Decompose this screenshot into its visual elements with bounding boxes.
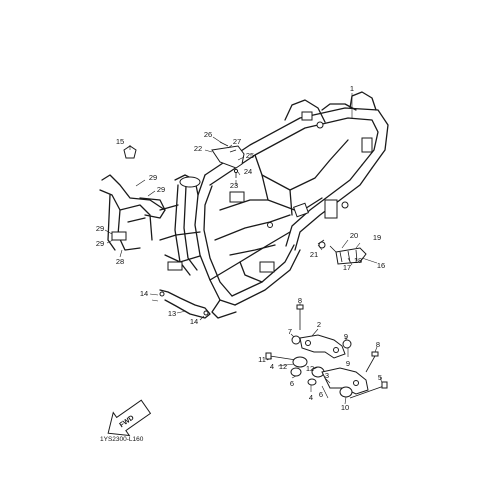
callout-6a: 6: [290, 379, 294, 388]
callout-5: 5: [378, 373, 382, 382]
stand-13[interactable]: [159, 289, 211, 319]
callout-8b: 8: [376, 340, 380, 349]
callout-9a: 9: [344, 332, 348, 341]
callout-21: 21: [310, 250, 318, 259]
callout-24: 24: [244, 167, 252, 176]
callout-19: 19: [373, 233, 381, 242]
callout-29b: 29: [157, 185, 165, 194]
callout-22: 22: [194, 144, 202, 153]
callout-13: 13: [168, 309, 176, 318]
leader-lines: [104, 93, 383, 405]
callout-8a: 8: [298, 296, 302, 305]
callout-23: 23: [230, 181, 238, 190]
callout-27: 27: [233, 137, 241, 146]
callout-25: 25: [246, 151, 254, 160]
bolt-23-24-25[interactable]: [233, 168, 239, 178]
callout-2: 2: [317, 320, 321, 329]
callout-12a: 12: [279, 362, 287, 371]
callout-1: 1: [350, 84, 354, 93]
main-frame[interactable]: [194, 91, 389, 319]
callout-6b: 6: [319, 390, 323, 399]
callout-15: 15: [116, 137, 124, 146]
callout-3: 3: [325, 371, 329, 380]
engine-mount-bracket-2[interactable]: [265, 304, 388, 399]
callout-4a: 4: [270, 362, 274, 371]
head-pipe-subframe[interactable]: [159, 174, 201, 276]
callout-29c: 29: [96, 224, 104, 233]
callout-29a: 29: [149, 173, 157, 182]
callout-7: 7: [288, 327, 292, 336]
callout-16: 16: [377, 261, 385, 270]
fwd-arrow-icon: FWD: [107, 399, 152, 437]
callout-20: 20: [350, 231, 358, 240]
callout-14b: 14: [190, 317, 198, 326]
callout-9b: 9: [346, 359, 350, 368]
callout-17: 17: [343, 263, 351, 272]
callout-18: 18: [354, 256, 362, 265]
callout-10: 10: [341, 403, 349, 412]
callout-28: 28: [116, 257, 124, 266]
diagram-code: 1YS2300-L160: [100, 436, 144, 443]
callout-11: 11: [258, 355, 266, 364]
callout-4b: 4: [309, 393, 313, 402]
callout-29d: 29: [96, 239, 104, 248]
callout-26: 26: [204, 130, 212, 139]
bracket-15[interactable]: [123, 145, 137, 159]
callout-14a: 14: [140, 289, 148, 298]
callout-12b: 12: [306, 364, 314, 373]
footrest-16[interactable]: [317, 239, 367, 265]
front-bracket-28[interactable]: [99, 174, 166, 251]
callout-labels: 1 2 3 4 4 5 6 6 7 8 8 9 9 10 11 12 12 13…: [96, 84, 385, 412]
